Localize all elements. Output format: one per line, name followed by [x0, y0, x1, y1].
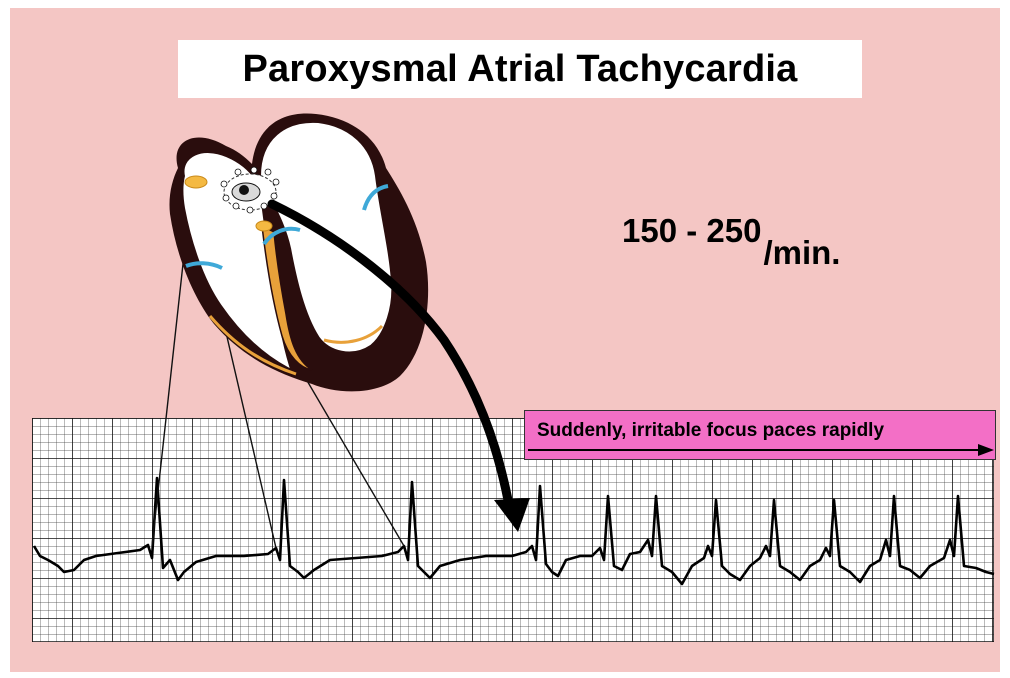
sa-node-icon: [185, 176, 207, 188]
ecg-trace: [34, 478, 994, 584]
banner-arrow: [528, 444, 994, 456]
heart-diagram: [169, 113, 428, 391]
av-node-icon: [256, 221, 272, 231]
